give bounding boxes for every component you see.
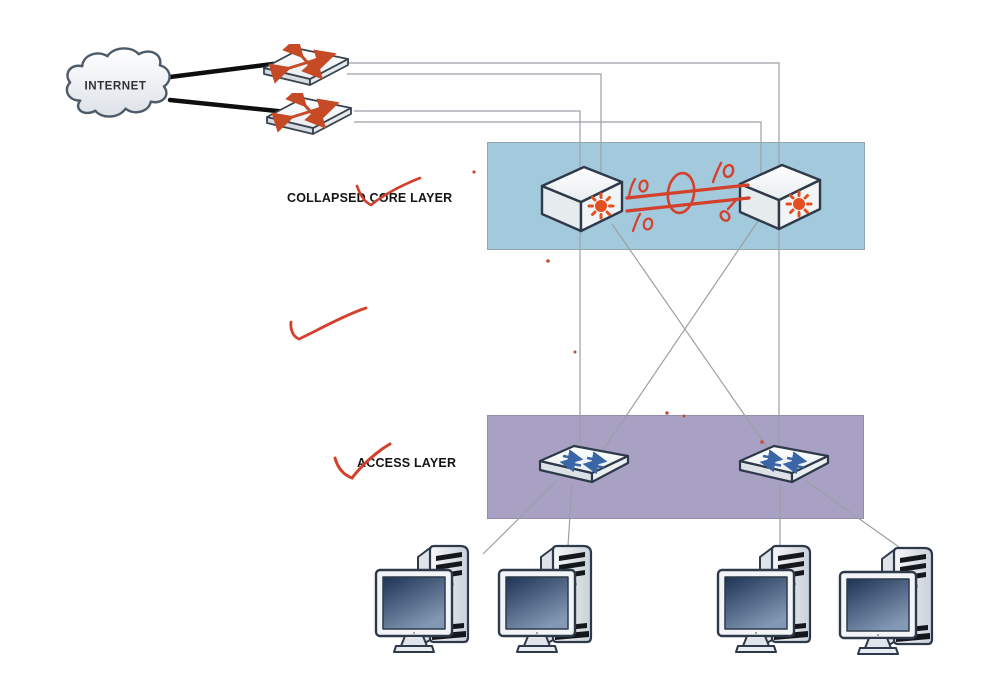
routing-sunburst-icon [785,190,813,218]
internet-cloud: INTERNET [58,42,174,136]
workstation-1 [374,540,482,663]
switch-arrows-icon [559,449,608,475]
workgroup-switch-icon [738,444,830,484]
multilayer-switch-icon [738,163,822,231]
internet-label: INTERNET [84,80,146,93]
router-icon [263,36,349,86]
routing-sunburst-icon [587,192,615,220]
desktop-computer-icon [374,544,470,653]
multilayer-switch-icon [540,165,624,233]
core-layer-label: COLLAPSED CORE LAYER [287,191,453,205]
edge-router-2 [265,85,353,140]
workstation-4 [838,542,946,665]
workstation-3 [716,540,824,663]
desktop-computer-icon [716,544,812,653]
access-layer-label: ACCESS LAYER [357,456,457,470]
access-switch-2 [738,443,830,492]
desktop-computer-icon [838,546,934,655]
edge-router-1 [262,36,350,91]
router-icon [266,85,352,135]
core-multilayer-switch-1 [538,162,626,239]
workgroup-switch-icon [538,444,630,484]
desktop-computer-icon [497,544,593,653]
access-switch-1 [538,443,630,492]
workstation-2 [497,540,605,663]
checkmark-floating-icon [289,306,368,341]
core-multilayer-switch-2 [736,160,824,237]
